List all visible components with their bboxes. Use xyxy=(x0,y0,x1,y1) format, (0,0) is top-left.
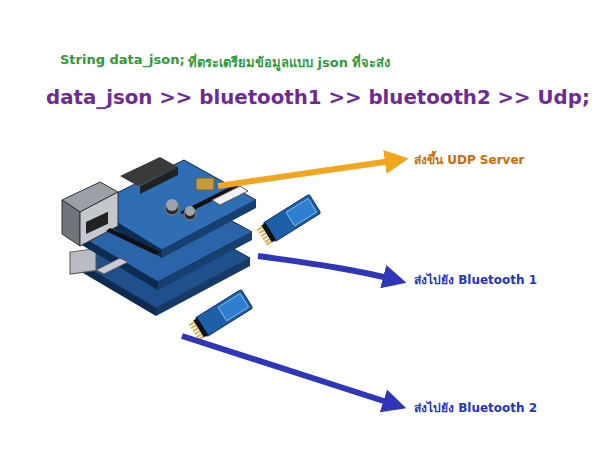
arrow-label: ส่งไปยัง Bluetooth 2 xyxy=(414,398,537,417)
bluetooth-arrow xyxy=(258,256,396,280)
bluetooth-module xyxy=(256,194,321,246)
heading-code: data_json >> bluetooth1 >> bluetooth2 >>… xyxy=(46,86,590,109)
bluetooth-arrow xyxy=(182,336,396,405)
note-text: ที่ตระเตรียมข้อมูลแบบ json ที่จะส่ง xyxy=(188,52,390,73)
arduino-board xyxy=(62,157,256,316)
bluetooth-module xyxy=(188,289,253,341)
arrow-label: ส่งไปยัง Bluetooth 1 xyxy=(414,270,537,289)
arrow-label: ส่งขึ้น UDP Server xyxy=(414,150,524,169)
code-text: String data_json; xyxy=(60,52,185,67)
udp-arrow xyxy=(218,160,398,186)
